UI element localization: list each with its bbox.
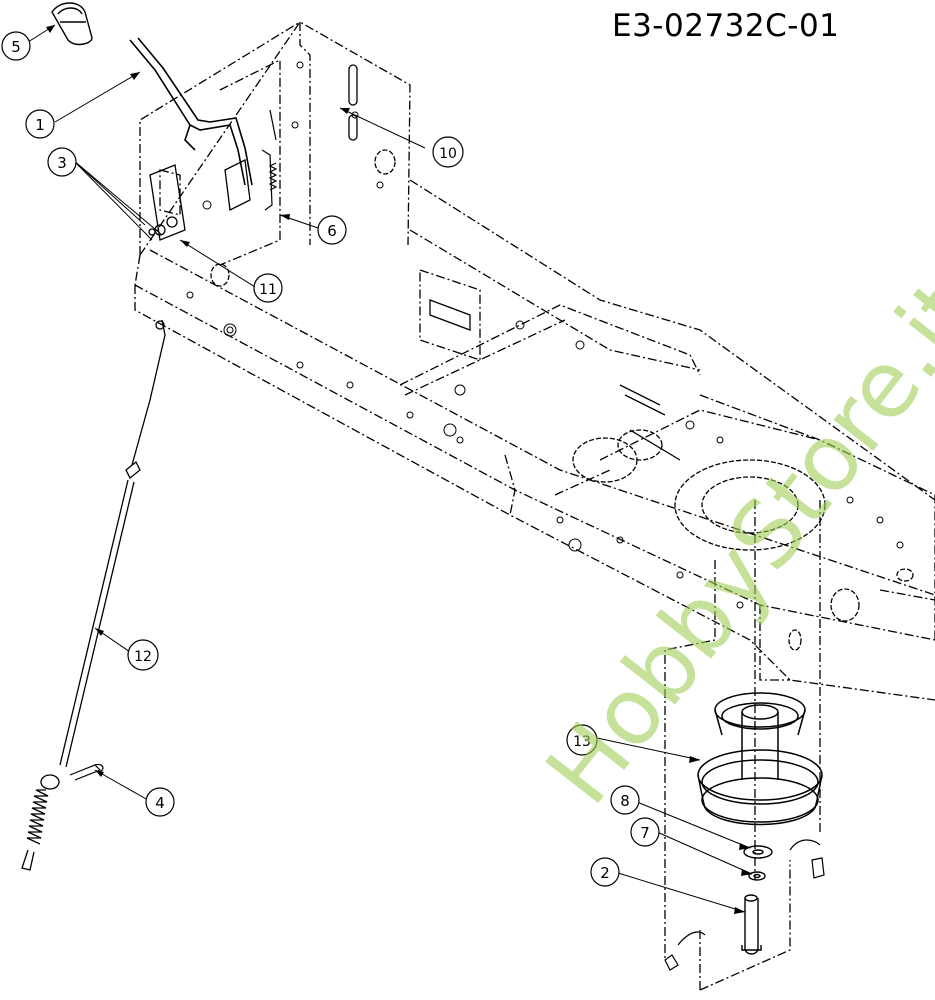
leader-lines xyxy=(27,24,753,913)
callout-8-label: 8 xyxy=(620,792,630,810)
callout-8: 8 xyxy=(610,785,640,815)
tractor-frame xyxy=(134,21,935,991)
callout-10: 10 xyxy=(432,136,464,168)
callout-10-label: 10 xyxy=(439,146,457,162)
drawing-code: E3-02732C-01 xyxy=(612,8,840,44)
callout-4-label: 4 xyxy=(155,794,165,812)
part-5-knob xyxy=(51,2,93,46)
part-8-washer xyxy=(743,845,773,859)
callout-3: 3 xyxy=(47,147,77,177)
callout-1-label: 1 xyxy=(35,116,45,134)
callout-2-label: 2 xyxy=(600,864,610,882)
callout-6: 6 xyxy=(317,215,347,245)
callout-13-label: 13 xyxy=(573,734,591,750)
callout-6-label: 6 xyxy=(327,222,337,240)
frame-slots xyxy=(348,64,681,461)
part-12-rod xyxy=(21,319,166,871)
part-6-spring xyxy=(261,109,278,211)
callout-1: 1 xyxy=(25,109,55,139)
callout-13: 13 xyxy=(566,724,598,756)
callout-5: 5 xyxy=(1,31,31,61)
callout-7-label: 7 xyxy=(640,824,650,842)
callout-12: 12 xyxy=(127,639,159,671)
callout-4: 4 xyxy=(145,787,175,817)
part-7-lock-washer xyxy=(748,871,766,881)
bolt-holes xyxy=(186,61,904,609)
callout-7: 7 xyxy=(630,817,660,847)
part-1-lever-arm xyxy=(129,37,253,186)
callout-3-label: 3 xyxy=(57,154,67,172)
hardware-near-pulley xyxy=(664,839,825,971)
callout-bubbles: 5 1 3 10 6 11 12 4 13 8 7 2 xyxy=(1,31,660,887)
part-13-pulley xyxy=(697,692,823,826)
part-2-bolt xyxy=(741,894,762,955)
leader-arrowheads xyxy=(46,25,752,914)
callout-2: 2 xyxy=(590,857,620,887)
frame-holes xyxy=(210,149,914,651)
callout-11: 11 xyxy=(253,273,283,303)
callout-12-label: 12 xyxy=(134,649,152,665)
callout-5-label: 5 xyxy=(11,38,21,56)
part-3-bracket xyxy=(148,159,251,241)
callout-11-label: 11 xyxy=(259,282,277,298)
